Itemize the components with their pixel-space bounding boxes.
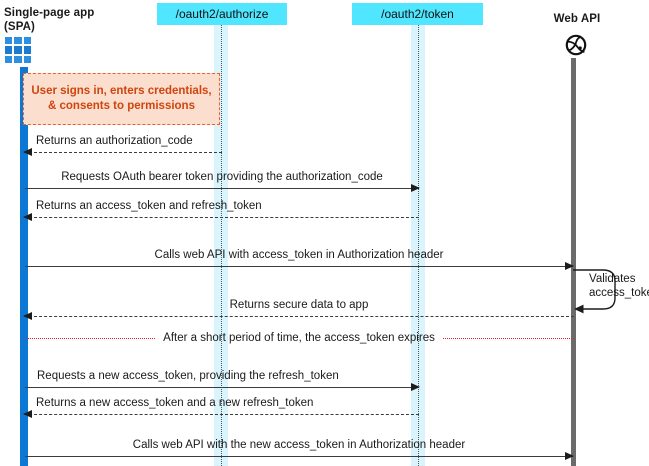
arrowhead-right-icon xyxy=(411,383,420,391)
divider-access-token-expires: After a short period of time, the access… xyxy=(24,331,575,345)
arrowhead-left-icon xyxy=(23,312,32,320)
message-label: Returns an access_token and refresh_toke… xyxy=(36,200,262,212)
participant-label-spa: Single-page app (SPA) xyxy=(4,6,134,34)
message-line xyxy=(24,152,222,153)
divider-line-right xyxy=(442,337,575,339)
arrowhead-left-icon xyxy=(23,410,32,418)
participant-label-spa-line1: Single-page app xyxy=(4,7,95,19)
message-label: Returns a new access_token and a new ref… xyxy=(36,397,314,409)
lifeline-oauth2-token xyxy=(418,25,419,466)
message-line xyxy=(25,456,573,457)
note-user-consent: User signs in, enters credentials, & con… xyxy=(23,73,220,125)
message-label: Requests a new access_token, providing t… xyxy=(37,370,339,382)
message-line xyxy=(25,387,419,388)
participant-label-webapi: Web API xyxy=(553,13,601,25)
participant-box-oauth2-token: /oauth2/token xyxy=(352,3,483,25)
self-call-label: Validates access_token xyxy=(589,272,649,300)
message-label: Calls web API with access_token in Autho… xyxy=(154,249,444,261)
arrowhead-left-icon xyxy=(23,148,32,156)
message-label: Returns an authorization_code xyxy=(36,135,193,147)
arrowhead-left-icon xyxy=(23,213,32,221)
divider-line-left xyxy=(24,337,156,339)
self-call-label-line1: Validates xyxy=(589,273,636,285)
message-label: Requests OAuth bearer token providing th… xyxy=(61,171,383,183)
message-line xyxy=(24,316,574,317)
lifeline-oauth2-authorize xyxy=(221,25,222,466)
arrowhead-right-icon xyxy=(565,452,574,460)
message-label: Returns secure data to app xyxy=(229,299,369,311)
message-line xyxy=(25,188,419,189)
participant-box-oauth2-authorize: /oauth2/authorize xyxy=(157,3,287,25)
app-grid-icon xyxy=(5,37,31,63)
divider-label: After a short period of time, the access… xyxy=(163,332,435,344)
self-call-validates-access-token: Validates access_token xyxy=(571,264,649,314)
arrowhead-right-icon xyxy=(565,262,574,270)
message-line xyxy=(24,217,419,218)
globe-icon xyxy=(564,33,588,57)
arrowhead-right-icon xyxy=(411,184,420,192)
message-line xyxy=(24,414,419,415)
activation-bar-spa xyxy=(20,67,28,466)
self-call-label-line2: access_token xyxy=(589,287,649,299)
message-label: Calls web API with the new access_token … xyxy=(132,439,466,451)
message-line xyxy=(25,266,573,267)
participant-label-spa-line2: (SPA) xyxy=(4,21,35,33)
